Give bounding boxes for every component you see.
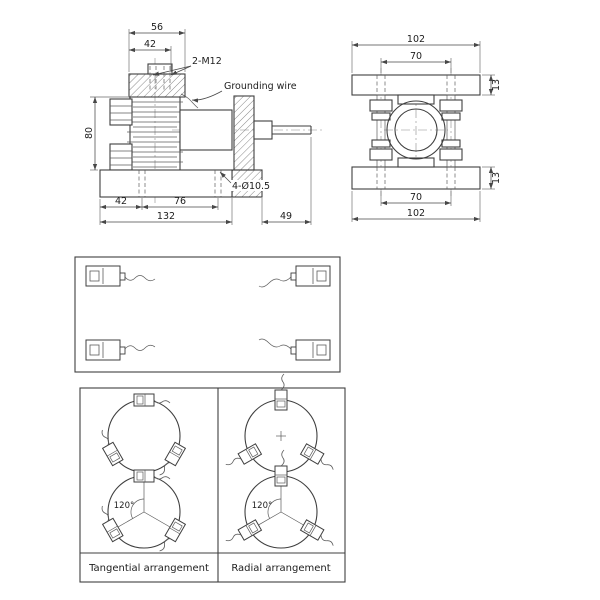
radial-circle-1 [223,373,339,473]
load-cell-symbol [94,427,124,467]
dim-13-bottom: 13 [491,172,502,184]
grounding-wire [180,93,199,109]
hole-label-bg [230,180,280,191]
load-cell-symbol [85,339,126,361]
load-cell-symbol [274,449,288,487]
mount-bracket [233,95,255,171]
cable-gland [253,120,312,140]
top-mounting-block [128,63,186,98]
dim-80: 80 [84,127,95,139]
load-cell-symbol [300,443,339,473]
dim-70-top: 70 [410,51,422,62]
dim-49: 49 [280,211,292,222]
top-plate [351,74,481,96]
end-view: 102 70 13 13 70 102 [351,34,502,222]
load-cell-symbol [156,517,186,557]
radial-circle-2: 120° [223,449,339,549]
end-view-dimensions: 102 70 13 13 70 102 [351,34,502,222]
dim-56: 56 [151,22,163,33]
load-cell-symbol [85,265,126,287]
ring-body [386,94,446,168]
tangential-angle-label: 120° [114,501,134,511]
grounding-label: Grounding wire [224,81,297,92]
load-cell-symbol [156,441,186,481]
dim-13-top: 13 [491,79,502,91]
left-stud-assembly [369,94,393,168]
arrangement-panel: 120° 120° Tangential arrangement Radial … [79,373,346,583]
bottom-plate [351,166,481,190]
radial-caption: Radial arrangement [231,563,330,574]
load-cell-symbol [290,265,331,287]
load-cell-symbol [223,519,262,549]
right-stud-assembly [439,94,463,168]
cell-wires [124,275,292,351]
plan-view [74,256,341,373]
tangential-caption: Tangential arrangement [88,563,209,574]
load-cell-symbol [133,393,171,407]
thread-label: 2-M12 [192,56,222,67]
dim-70-bottom: 70 [410,192,422,203]
panel-border [79,387,346,583]
side-view-dimensions: 56 42 2-M12 Grounding wire 80 42 76 132 [84,22,312,225]
left-clamp-lower [109,143,133,171]
load-cell-symbol [300,519,339,549]
dim-102-top: 102 [407,34,425,45]
dim-102-bottom: 102 [407,208,425,219]
load-cell-symbol [274,373,288,411]
dim-76: 76 [174,196,186,207]
load-cell-symbol [223,443,262,473]
tangential-circle-2: 120° [94,469,186,557]
dim-42-bottom: 42 [115,196,127,207]
base-plate [99,169,233,198]
load-cell-symbol [133,469,171,483]
plate-hole-dashes [376,75,456,189]
left-clamp-upper [109,98,133,126]
sensor-body [179,109,233,151]
hole-label: 4-Ø10.5 [232,181,270,192]
tangential-circle-1 [94,393,186,481]
side-view: 56 42 2-M12 Grounding wire 80 42 76 132 [84,22,322,225]
platform-outline [74,256,341,373]
load-cell-symbol [290,339,331,361]
dim-132: 132 [157,211,175,222]
radial-angle-label: 120° [252,501,272,511]
dim-42-top: 42 [144,39,156,50]
